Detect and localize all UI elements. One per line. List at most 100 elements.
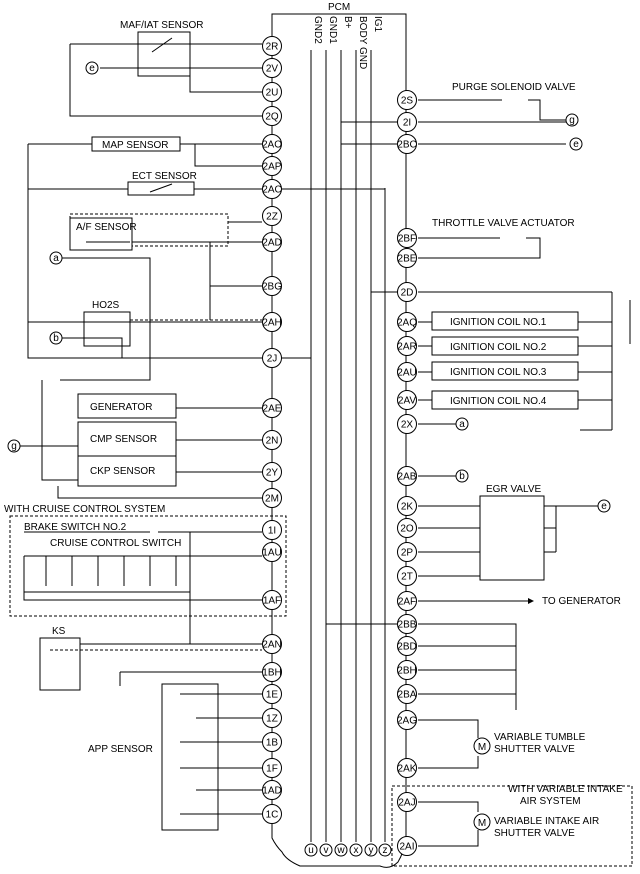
cmp-sensor-box <box>77 421 177 457</box>
pin-2o: 2O <box>397 518 417 538</box>
ignition-coil-1 <box>431 311 579 331</box>
map-label: MAP SENSOR <box>102 140 169 151</box>
pin-2bh: 2BH <box>397 660 417 680</box>
bus-label-gnd2: GND2 <box>312 16 323 44</box>
cruise-control-group <box>9 515 287 617</box>
pin-2bg: 2BG <box>262 276 282 296</box>
right-pin-column: 2S2I2BC2BF2BE2D2AQ2AR2AU2AV2X2AB2K2O2P2T… <box>397 90 417 856</box>
pin-label: 2BB <box>398 620 417 631</box>
pin-label: 1F <box>266 764 278 775</box>
pin-1b: 1B <box>262 732 282 752</box>
terminal-y: y <box>364 843 378 857</box>
svg-text:e: e <box>89 63 95 74</box>
pin-1af: 1AF <box>262 590 282 610</box>
pin-label: 2Q <box>265 112 279 123</box>
maf-iat-sensor-box <box>137 31 191 77</box>
pin-2d: 2D <box>397 282 417 302</box>
generator-label: GENERATOR <box>90 402 152 413</box>
bus-label-ig1: IG1 <box>372 16 383 33</box>
connector-a-right: a <box>455 417 469 431</box>
intake-group-label-1: WITH VARIABLE INTAKE <box>508 784 623 795</box>
pin-label: 1B <box>266 738 279 749</box>
pin-2k: 2K <box>397 496 417 516</box>
pin-2ar: 2AR <box>397 336 417 356</box>
generator-box <box>77 393 177 419</box>
pin-label: 2BD <box>397 642 416 653</box>
svg-text:M: M <box>478 818 486 829</box>
pin-label: 2BF <box>398 234 416 245</box>
pin-2q: 2Q <box>262 106 282 126</box>
connector-g-right: g <box>565 113 579 127</box>
cruise-group-label: WITH CRUISE CONTROL SYSTEM <box>4 504 165 515</box>
tumble-label-2: SHUTTER VALVE <box>494 744 575 755</box>
pin-2an: 2AN <box>262 634 282 654</box>
pin-label: 2AI <box>399 842 414 853</box>
pin-2ad: 2AD <box>262 232 282 252</box>
pin-2aj: 2AJ <box>397 792 417 812</box>
pin-label: 2BE <box>398 254 417 265</box>
pin-2p: 2P <box>397 542 417 562</box>
terminal-z: z <box>378 843 392 857</box>
svg-text:g: g <box>11 441 17 452</box>
pin-2ah: 2AH <box>262 312 282 332</box>
pin-label: 2N <box>266 436 279 447</box>
pin-2y: 2Y <box>262 462 282 482</box>
pcm-module: PCM <box>271 2 407 868</box>
pin-label: 2R <box>266 42 279 53</box>
pin-label: 2I <box>403 118 411 129</box>
pin-2ao: 2AO <box>262 134 282 154</box>
connector-e-right: e <box>569 137 583 151</box>
pin-2bb: 2BB <box>397 614 417 634</box>
cmp-label: CMP SENSOR <box>90 434 157 445</box>
ho2s-box <box>83 311 131 347</box>
pin-2x: 2X <box>397 414 417 434</box>
pcm-buses: GND2 GND1 B+ BODY GND IG1 <box>310 16 386 842</box>
pin-1e: 1E <box>262 684 282 704</box>
svg-text:v: v <box>324 845 329 856</box>
brake-switch-label: BRAKE SWITCH NO.2 <box>24 522 127 533</box>
pin-label: 2U <box>266 88 279 99</box>
bottom-terminals: u v w x y z <box>304 843 392 857</box>
coil3-label: IGNITION COIL NO.3 <box>450 367 547 378</box>
pin-label: 2AP <box>263 162 282 173</box>
connector-b-left: b <box>49 331 63 345</box>
ho2s-label: HO2S <box>92 300 120 311</box>
af-sensor-box <box>69 217 133 251</box>
cruise-switch-ladder <box>45 556 177 586</box>
svg-text:g: g <box>569 115 575 126</box>
pin-label: 2AU <box>397 368 416 379</box>
af-label: A/F SENSOR <box>76 222 137 233</box>
pin-2ae: 2AE <box>262 398 282 418</box>
intake-group-label-2: AIR SYSTEM <box>520 796 581 807</box>
ks-box <box>39 637 81 691</box>
pin-2ag: 2AG <box>397 710 417 730</box>
pin-label: 2AV <box>398 396 416 407</box>
pin-1z: 1Z <box>262 708 282 728</box>
pin-2bd: 2BD <box>397 636 417 656</box>
pin-label: 2S <box>401 96 414 107</box>
pin-2t: 2T <box>397 566 417 586</box>
pin-label: 1BH <box>262 668 281 679</box>
intake-label-1: VARIABLE INTAKE AIR <box>494 816 599 827</box>
pin-label: 2BG <box>262 282 282 293</box>
pin-label: 2K <box>401 502 414 513</box>
pin-2av: 2AV <box>397 390 417 410</box>
pin-label: 2AN <box>262 640 281 651</box>
terminal-x: x <box>349 843 363 857</box>
pin-label: 2BC <box>397 140 416 151</box>
pin-label: 1I <box>268 526 276 537</box>
pin-2ak: 2AK <box>397 758 417 778</box>
tumble-motor-icon: M <box>473 737 491 755</box>
intake-label-2: SHUTTER VALVE <box>494 828 575 839</box>
egr-valve-box <box>479 495 545 581</box>
svg-text:x: x <box>354 845 359 856</box>
pcm-title: PCM <box>328 2 350 13</box>
pin-label: 1AF <box>263 596 281 607</box>
pin-label: 2AF <box>398 597 416 608</box>
pin-label: 2AE <box>263 404 282 415</box>
bus-label-bplus: B+ <box>342 16 353 29</box>
pin-label: 2AH <box>262 318 281 329</box>
pin-2v: 2V <box>262 58 282 78</box>
pin-label: 2BH <box>397 666 416 677</box>
pin-2ab: 2AB <box>397 466 417 486</box>
